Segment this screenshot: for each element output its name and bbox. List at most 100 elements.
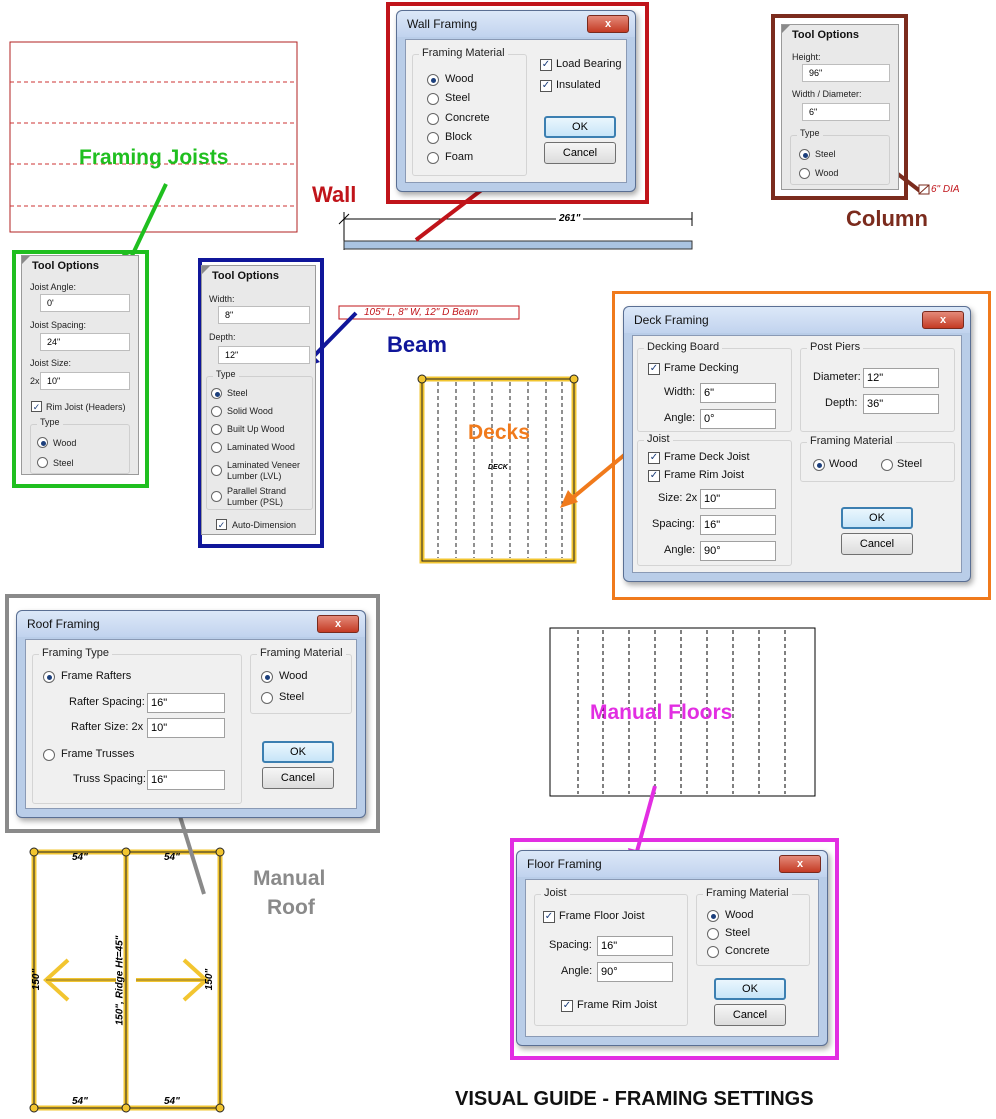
radio-steel-label: Steel (227, 388, 248, 398)
radio-psl[interactable] (211, 491, 222, 502)
radio-wood[interactable] (813, 459, 825, 471)
tool-options-title: Tool Options (212, 270, 280, 282)
width-label: Width: (664, 386, 696, 398)
frame-deck-joist-label: Frame Deck Joist (664, 451, 750, 463)
ok-button[interactable]: OK (841, 507, 913, 529)
joist-size-label: Joist Size: (30, 358, 72, 368)
spacing-input[interactable]: 16" (597, 936, 673, 956)
radio-steel[interactable] (799, 149, 810, 160)
rafter-size-input[interactable]: 10" (147, 718, 225, 738)
column-callout-frame (771, 14, 908, 200)
close-button[interactable]: x (317, 615, 359, 633)
height-input[interactable]: 96" (802, 64, 890, 82)
radio-wood[interactable] (261, 671, 273, 683)
beam-callout-frame (198, 258, 324, 548)
roof-callout-frame (5, 594, 380, 833)
rim-joist-checkbox[interactable]: ✓ (31, 401, 42, 412)
radio-frame-rafters[interactable] (43, 671, 55, 683)
radio-steel-label: Steel (279, 691, 305, 703)
type-label: Type (37, 417, 63, 427)
radio-wood[interactable] (707, 910, 719, 922)
ok-button[interactable]: OK (262, 741, 334, 763)
close-button[interactable]: x (587, 15, 629, 33)
radio-concrete[interactable] (707, 946, 719, 958)
floor-framing-dialog: Floor Framing x Joist ✓ Frame Floor Jois… (516, 850, 828, 1046)
ok-button[interactable]: OK (714, 978, 786, 1000)
size-input[interactable]: 10" (700, 489, 776, 509)
radio-block-label: Block (445, 131, 472, 143)
radio-steel[interactable] (37, 457, 48, 468)
cancel-button[interactable]: Cancel (544, 142, 616, 164)
load-bearing-checkbox[interactable]: ✓ (540, 59, 552, 71)
frame-rim-joist-checkbox[interactable]: ✓ (648, 470, 660, 482)
roof-dim-left: 150" (31, 968, 43, 991)
joist-size-input[interactable]: 10" (40, 372, 130, 390)
angle-input[interactable]: 90° (597, 962, 673, 982)
load-bearing-label: Load Bearing (556, 58, 622, 70)
tool-options-title: Tool Options (32, 260, 100, 272)
truss-spacing-input[interactable]: 16" (147, 770, 225, 790)
frame-decking-label: Frame Decking (664, 362, 739, 374)
palette-grip-icon (202, 266, 210, 274)
group-label: Framing Material (257, 647, 346, 659)
joist-spacing-input[interactable]: 24" (40, 333, 130, 351)
group-label: Decking Board (644, 341, 723, 353)
insulated-checkbox[interactable]: ✓ (540, 80, 552, 92)
cancel-button[interactable]: Cancel (841, 533, 913, 555)
wall-plan (338, 212, 693, 250)
joist-angle-input[interactable]: 90° (700, 541, 776, 561)
radio-block[interactable] (427, 132, 439, 144)
beam-label-text: 105" L, 8" W, 12" D Beam (364, 307, 479, 318)
joist-angle-label: Angle: (664, 544, 696, 556)
deck-text: DECK (488, 464, 508, 471)
dialog-body: Decking Board ✓ Frame Decking Width: 6" … (632, 335, 962, 573)
rafter-size-label: Rafter Size: 2x (71, 721, 144, 733)
joist-spacing-label: Joist Spacing: (30, 320, 87, 330)
joist-angle-input[interactable]: 0' (40, 294, 130, 312)
diameter-input[interactable]: 12" (863, 368, 939, 388)
radio-steel-label: Steel (815, 149, 836, 159)
radio-wood[interactable] (37, 437, 48, 448)
cancel-button[interactable]: Cancel (714, 1004, 786, 1026)
radio-steel[interactable] (261, 692, 273, 704)
cancel-button[interactable]: Cancel (262, 767, 334, 789)
depth-input[interactable]: 36" (863, 394, 939, 414)
radio-lvl[interactable] (211, 465, 222, 476)
radio-steel[interactable] (707, 928, 719, 940)
frame-deck-joist-checkbox[interactable]: ✓ (648, 452, 660, 464)
angle-input[interactable]: 0° (700, 409, 776, 429)
beam-label: Beam (387, 332, 447, 357)
radio-built-up-wood[interactable] (211, 424, 222, 435)
rafter-spacing-input[interactable]: 16" (147, 693, 225, 713)
framing-material-group: Framing Material Wood Steel (250, 647, 352, 714)
depth-input[interactable]: 12" (218, 346, 310, 364)
radio-wood[interactable] (427, 74, 439, 86)
framing-type-group: Framing Type Frame Rafters Rafter Spacin… (32, 647, 242, 804)
spacing-input[interactable]: 16" (700, 515, 776, 535)
height-label: Height: (792, 52, 821, 62)
frame-decking-checkbox[interactable]: ✓ (648, 363, 660, 375)
width-diameter-input[interactable]: 6" (802, 103, 890, 121)
width-input[interactable]: 8" (218, 306, 310, 324)
radio-laminated-wood[interactable] (211, 442, 222, 453)
radio-wood[interactable] (799, 168, 810, 179)
ok-button[interactable]: OK (544, 116, 616, 138)
close-button[interactable]: x (922, 311, 964, 329)
radio-steel[interactable] (881, 459, 893, 471)
radio-frame-trusses[interactable] (43, 749, 55, 761)
decking-board-group: Decking Board ✓ Frame Decking Width: 6" … (637, 341, 792, 432)
wall-callout-frame (386, 2, 649, 204)
radio-steel[interactable] (427, 93, 439, 105)
radio-steel[interactable] (211, 388, 222, 399)
radio-foam[interactable] (427, 152, 439, 164)
radio-steel-label: Steel (897, 458, 923, 470)
auto-dimension-checkbox[interactable]: ✓ (216, 519, 227, 530)
frame-floor-joist-label: Frame Floor Joist (559, 910, 645, 922)
frame-rim-joist-checkbox[interactable]: ✓ (561, 1000, 573, 1012)
radio-concrete[interactable] (427, 113, 439, 125)
framing-material-group: Framing Material Wood Steel Concrete Blo… (412, 47, 527, 176)
radio-solid-wood[interactable] (211, 406, 222, 417)
frame-floor-joist-checkbox[interactable]: ✓ (543, 911, 555, 923)
close-button[interactable]: x (779, 855, 821, 873)
width-input[interactable]: 6" (700, 383, 776, 403)
